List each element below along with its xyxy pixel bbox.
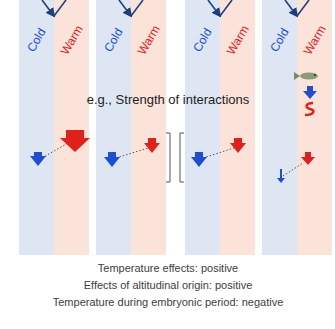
note-text: Temperature during embryonic period: neg… — [53, 296, 284, 308]
note-text: Temperature effects: positive — [98, 262, 238, 274]
note-text: Effects of altitudinal origin: positive — [84, 279, 253, 291]
band-label: Warm — [58, 23, 86, 57]
band-label: Warm — [135, 23, 163, 57]
band-label: Cold — [101, 26, 125, 54]
cold-arrows — [30, 86, 317, 183]
example-label: e.g., Strength of interactions — [87, 92, 250, 107]
cold-band: Cold — [19, 0, 54, 255]
cold-band: Cold — [262, 0, 297, 255]
band-label: Cold — [24, 26, 48, 54]
warm-band: Warm — [131, 0, 166, 255]
warm-band: Warm — [297, 0, 332, 255]
fish-icon — [294, 72, 318, 80]
worm-icon — [305, 103, 313, 115]
band-label: Warm — [301, 23, 329, 57]
bracket — [166, 133, 184, 182]
band-label: Cold — [190, 26, 214, 54]
cold-band: Cold — [185, 0, 220, 255]
cold-band: Cold — [96, 0, 131, 255]
warm-arrows — [60, 130, 315, 165]
dotted-links — [42, 143, 303, 176]
band-label: Cold — [267, 26, 291, 54]
warm-band: Warm — [220, 0, 255, 255]
warm-band: Warm — [54, 0, 89, 255]
input-arrows — [42, 0, 309, 16]
band-label: Warm — [224, 23, 252, 57]
